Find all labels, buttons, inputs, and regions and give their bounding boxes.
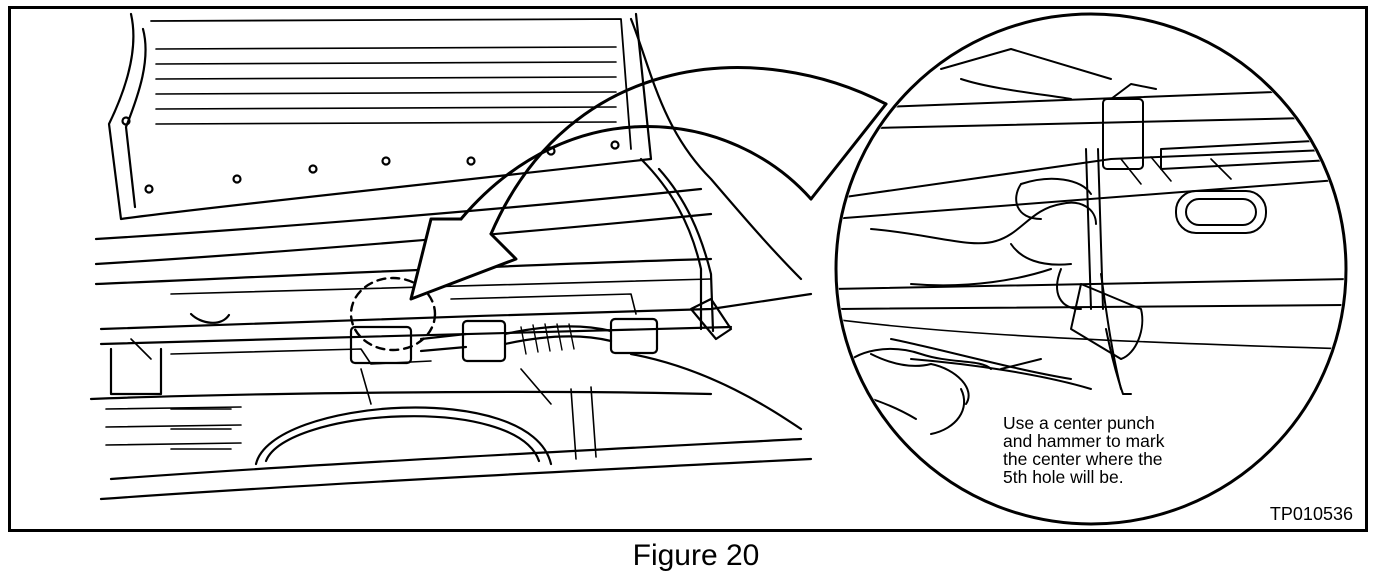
- figure-code: TP010536: [1269, 504, 1353, 524]
- vehicle-rear-view: [89, 12, 813, 501]
- callout-line: 5th hole will be.: [1003, 467, 1124, 487]
- instruction-callout: Use a center punch and hammer to mark th…: [1003, 414, 1243, 486]
- callout-line: Use a center punch: [1003, 413, 1155, 433]
- callout-line: and hammer to mark: [1003, 431, 1165, 451]
- direction-arrow: [409, 66, 888, 301]
- illustration-frame: Use a center punch and hammer to mark th…: [8, 6, 1368, 532]
- figure-caption: Figure 20: [632, 539, 760, 572]
- detail-magnifier: [834, 12, 1348, 526]
- callout-line: the center where the: [1003, 449, 1163, 469]
- line-drawing: [89, 12, 1348, 526]
